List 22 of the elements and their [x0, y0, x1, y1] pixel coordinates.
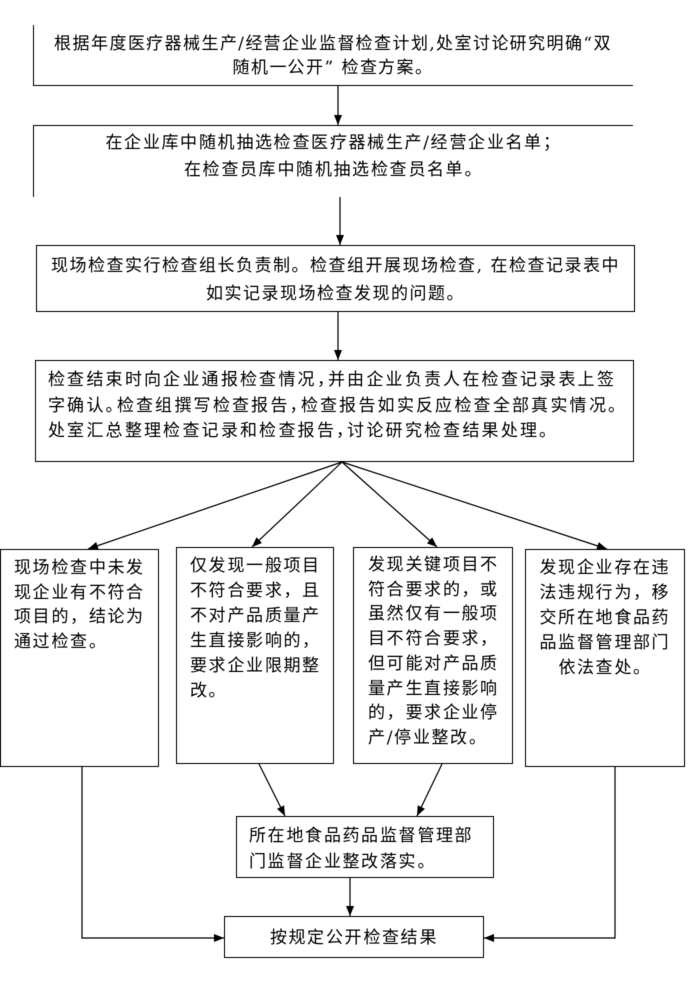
arrow	[342, 461, 608, 550]
process-box: 所在地食品药品监督管理部门监督企业整改落实。	[236, 816, 494, 878]
process-box: 现场检查中未发现企业有不符合项目的，结论为通过检查。	[0, 549, 159, 767]
arrow	[336, 197, 344, 245]
arrow	[484, 767, 616, 942]
process-box: 发现关键项目不符合要求的，或虽然仅有一般项目不符合要求，但可能对产品质量产生直接影响的，要求企业停产/停业整改。	[353, 547, 513, 764]
arrow	[334, 312, 342, 360]
process-box: 按规定公开检查结果	[224, 916, 484, 958]
arrow	[81, 767, 224, 942]
arrow	[258, 764, 286, 816]
process-box: 在企业库中随机抽选检查医疗器械生产/经营企业名单；在检查员库中随机抽选检查员名单。	[33, 125, 633, 197]
process-box: 根据年度医疗器械生产/经营企业监督检查计划,处室讨论研究明确“双随机一公开” 检查方案。	[33, 25, 633, 86]
arrow	[342, 462, 438, 548]
process-box: 现场检查实行检查组长负责制。检查组开展现场检查, 在检查记录表中如实记录现场检查发现的问题。	[36, 245, 635, 312]
arrow	[88, 461, 342, 550]
arrow	[334, 86, 342, 125]
arrow	[252, 462, 342, 548]
arrow	[416, 764, 443, 816]
process-box: 检查结束时向企业通报检查情况，并由企业负责人在检查记录表上签字确认。检查组撰写检查报告，检查报告如实反应检查全部真实情况。处室汇总整理检查记录和检查报告，讨论研究检查结果处理。	[35, 360, 634, 462]
process-box: 仅发现一般项目不符合要求，且不对产品质量产生直接影响的，要求企业限期整改。	[176, 547, 334, 764]
arrow	[346, 878, 354, 916]
process-box: 发现企业存在违法违规行为，移交所在地食品药品监督管理部门依法查处。	[525, 549, 685, 767]
